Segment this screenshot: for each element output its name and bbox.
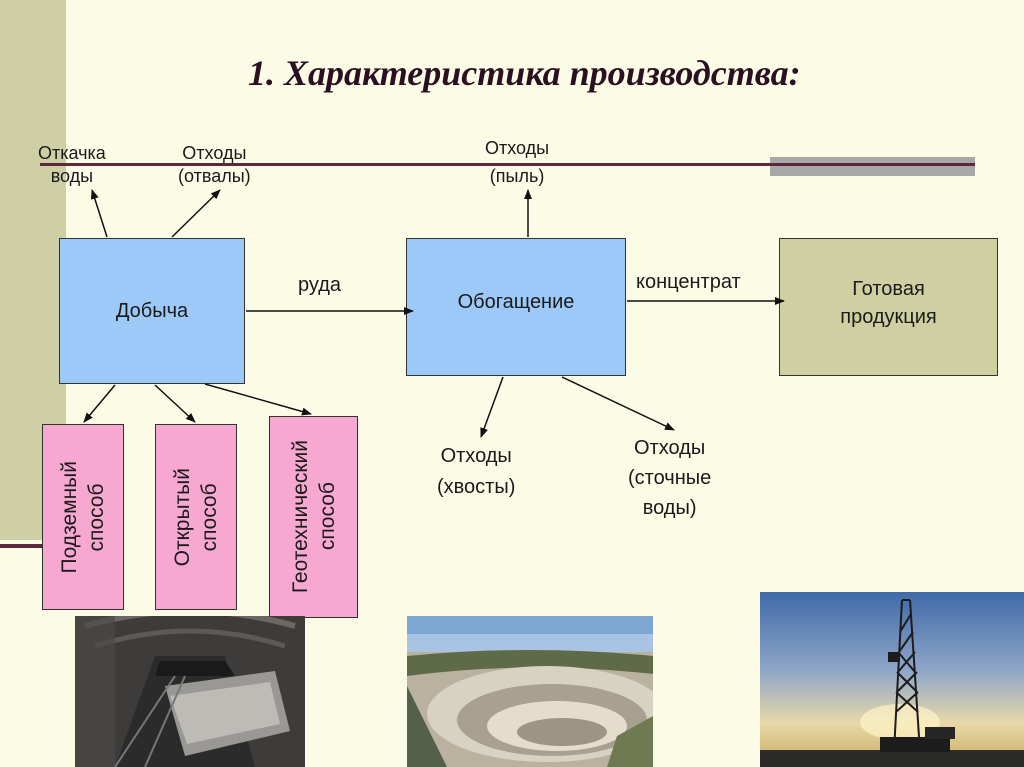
title-underline [40, 163, 975, 166]
label-waste-wastewater: Отходы (сточные воды) [628, 433, 711, 523]
slide-title: 1. Характеристика производства: [248, 53, 801, 93]
label-line: Отходы [634, 437, 706, 459]
box-enrichment-label: Обогащение [457, 291, 575, 313]
arrow-to-open-pit [154, 384, 196, 423]
arrow-to-underground [83, 384, 116, 423]
arrow-to-waste-dumps [171, 189, 221, 238]
label-line: (сточные [628, 467, 712, 489]
arrow-to-tailings [480, 376, 504, 438]
arrow-to-geotechnical [204, 383, 312, 416]
label-line: Готовая [852, 278, 925, 300]
box-extraction: Добыча [59, 238, 245, 384]
photo-drilling-rig [760, 592, 1024, 767]
box-geotechnical-method: Геотехнический способ [269, 416, 358, 618]
label-line: Отходы [485, 138, 550, 158]
label-ore: руда [298, 274, 342, 296]
label-line: (пыль) [489, 166, 545, 186]
label-line: воды) [642, 497, 697, 519]
label-line: (хвосты) [437, 476, 516, 498]
label-waste-dumps: Отходы (отвалы) [178, 142, 251, 188]
label-line: (отвалы) [178, 166, 251, 186]
label-line: Откачка [38, 143, 106, 163]
label-line: Отходы [182, 143, 247, 163]
label-line: продукция [840, 306, 937, 328]
photo-open-pit-quarry [407, 616, 653, 767]
box-extraction-label: Добыча [115, 300, 189, 322]
label-water-pumping: Откачка воды [38, 142, 106, 188]
box-underground-method: Подземный способ [42, 424, 124, 610]
label-line: воды [50, 166, 94, 186]
box-enrichment: Обогащение [406, 238, 626, 376]
label-waste-tailings: Отходы (хвосты) [437, 441, 515, 503]
label-waste-dust: Отходы (пыль) [485, 134, 549, 190]
underline-accent [770, 157, 975, 176]
box-finished-product-label: Готовая продукция [840, 275, 937, 331]
arrow-to-wastewater [561, 376, 675, 431]
box-open-pit-method: Открытый способ [155, 424, 237, 610]
label-line: Отходы [440, 445, 512, 467]
arrow-to-water-pumping [90, 189, 108, 238]
side-accent-line [0, 544, 42, 548]
box-finished-product: Готовая продукция [779, 238, 998, 376]
photo-underground-mine [75, 616, 305, 767]
label-concentrate: концентрат [636, 271, 741, 293]
